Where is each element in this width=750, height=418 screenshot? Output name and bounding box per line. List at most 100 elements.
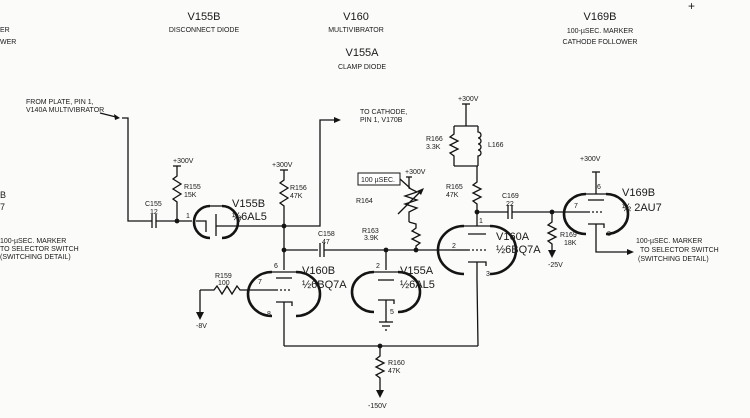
r156-label: R156 [290,185,307,192]
v160a-envelope-left [436,224,465,276]
r156-value: 47K [290,193,303,200]
r163-resistor [408,221,422,250]
adj-label: 100 µSEC. [361,177,395,184]
v155a-envelope-right [397,270,422,314]
r155-supply: +300V [173,158,194,165]
v160b-cathode [276,301,293,306]
v160a-cathode [468,261,487,266]
l166-inductor [477,126,482,166]
r164-label: R164 [356,198,373,205]
r163-value: 3.9K [364,235,379,242]
r166-value: 3.3K [426,144,441,151]
minus25-arrow [548,250,556,258]
r166-label: R166 [426,136,443,143]
r155-value: 15K [184,192,197,199]
left-marker-3: (SWITCHING DETAIL) [0,254,71,261]
v155b-type: ½6AL5 [232,211,267,223]
to-cathode-2: PIN 1, V170B [360,117,403,124]
c169-label: C169 [502,193,519,200]
v155b-pin-p: 7 [238,217,242,224]
r163-label: R163 [362,228,379,235]
left-partial-b: B [0,190,6,200]
header-v155a-title: V155A [345,47,379,59]
r160-label: R160 [388,360,405,367]
v169-envelope-left [562,192,587,236]
r165-resistor [471,166,483,212]
header-v169b-sub1: 100-µSEC. MARKER [567,28,633,35]
r156-resistor [278,170,290,250]
v169-cathode-out [595,224,630,253]
r159-value: 100 [218,280,230,287]
to-cathode-wire [284,119,336,227]
right-marker-1: 100-µSEC. MARKER [636,238,702,245]
c158-label: C158 [318,231,335,238]
r155-resistor [171,166,183,221]
r156-supply: +300V [272,162,293,169]
r155-label: R155 [184,184,201,191]
header-v155b-sub: DISCONNECT DIODE [169,27,240,34]
v155b-pin-k: 1 [186,213,190,220]
v169-cathode [588,223,605,228]
v155b-envelope-left [192,204,211,240]
v160b-pin-p: 6 [274,263,278,270]
header-v169b-sub2: CATHODE FOLLOWER [563,39,638,46]
header-v160-sub: MULTIVIBRATOR [328,27,384,34]
v160a-name: V160A [496,231,530,243]
r169-value: 18K [564,240,577,247]
v155a-name: V155A [400,265,434,277]
left-partial-7: 7 [0,202,5,212]
left-edge-partial-1: ER [0,27,10,34]
c158-value: 47 [322,239,330,246]
to-cathode-arrow [334,117,341,123]
from-plate-1: FROM PLATE, PIN 1, [26,99,94,106]
v169-name: V169B [622,187,655,199]
left-marker-1: 100-µSEC. MARKER [0,238,66,245]
minus150-arrow [376,390,384,398]
input-wire [122,117,152,222]
adj-leader [399,178,411,189]
r165-value: 47K [446,192,459,199]
v160b-envelope-right [295,270,322,318]
supply-minus25: -25V [548,262,563,269]
v160b-pin-k: 8 [267,311,271,318]
v160a-pin-p: 1 [479,218,483,225]
header-v155b-title: V155B [187,11,220,23]
supply-p300-top: +300V [458,96,479,103]
r160-resistor [374,346,386,392]
right-marker-3: (SWITCHING DETAIL) [638,256,709,263]
v160a-pin-g: 2 [452,243,456,250]
node-r155 [174,218,180,224]
v169-pin-k: 8 [607,231,611,238]
from-plate-leader [99,112,117,118]
v160a-pin-k: 3 [486,271,490,278]
v169-type: ½ 2AU7 [622,202,662,214]
left-edge-partial-2: WER [0,39,16,46]
node-r156-v155b [281,223,287,229]
v169-pin-g: 7 [574,203,578,210]
r164-supply: +300V [405,169,426,176]
r159-label: R159 [215,273,232,280]
r160-value: 47K [388,368,401,375]
r169-label: R169 [560,232,577,239]
v155a-pin-k: 5 [390,309,394,316]
r164-adjust-head [417,188,424,195]
v155b-cathode [196,220,207,232]
v155a-cathode [378,299,395,304]
r164-resistor [402,177,420,222]
v155b-envelope-right [221,204,240,240]
v169-supply: +300V [580,156,601,163]
r159-resistor [200,284,258,296]
v160a-envelope-right [489,224,518,276]
v169-pin-p: 6 [597,184,601,191]
v155b-name: V155B [232,198,265,210]
c155-value: 12 [150,209,158,216]
supply-minus150: -150V [368,403,387,410]
r166-resistor [448,126,460,166]
header-v169b-title: V169B [583,11,616,23]
minus8-arrow [196,312,204,320]
c155-label: C155 [145,201,162,208]
r164-adjust-arrow [397,189,423,215]
c169-value: 22 [506,201,514,208]
